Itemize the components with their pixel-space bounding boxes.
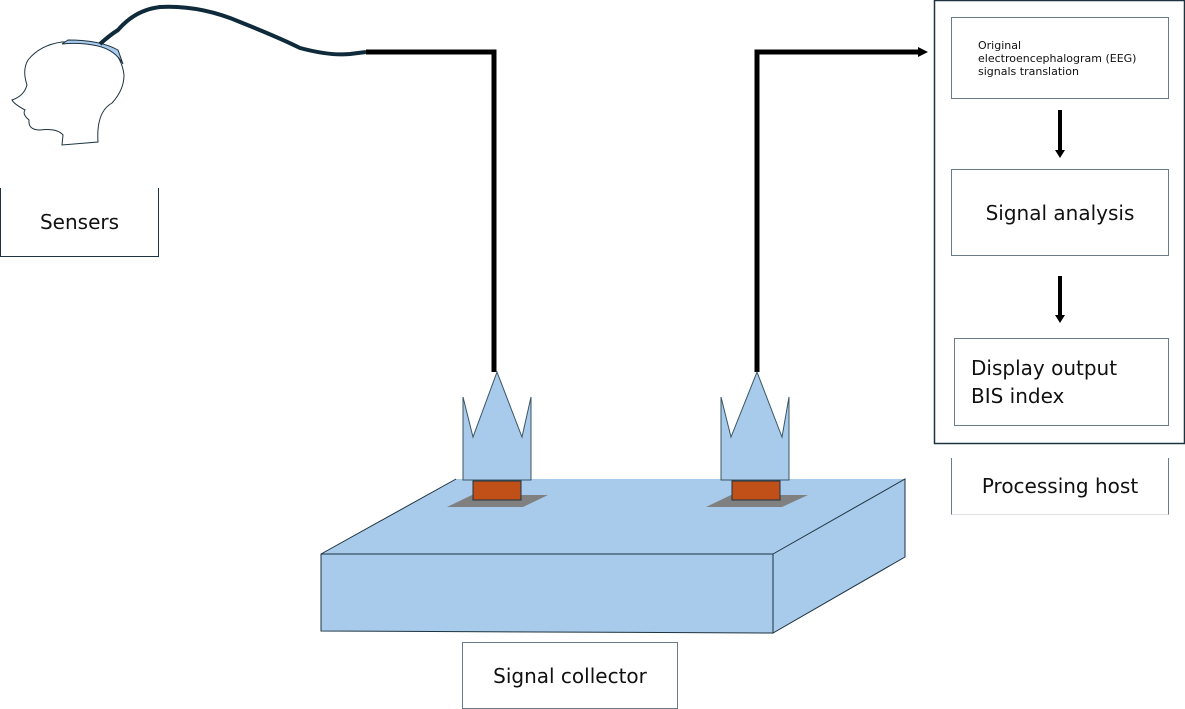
flow-arrow-icon: [1055, 276, 1065, 323]
processing-host-label: Processing host: [981, 474, 1139, 498]
signal-collector-device: [320, 478, 906, 634]
step-eeg-translation: Original electroencephalogram (EEG) sign…: [951, 17, 1169, 99]
sensors-label-box: Sensers: [0, 188, 159, 257]
sensor-cable: [98, 4, 367, 57]
head-icon: [11, 39, 125, 146]
connector-left: [447, 370, 548, 507]
step-label: Signal analysis: [985, 200, 1135, 225]
connector-right: [706, 370, 808, 507]
step-label: Original electroencephalogram (EEG) sign…: [978, 38, 1137, 78]
signal-collector-label-box: Signal collector: [462, 642, 678, 709]
step-signal-analysis: Signal analysis: [951, 169, 1169, 256]
arrow-head-icon: [918, 47, 928, 57]
step-label: Display output BIS index: [971, 356, 1118, 408]
processing-host-label-box: Processing host: [951, 458, 1169, 515]
flow-arrow-icon: [1055, 110, 1065, 158]
step-display-output: Display output BIS index: [954, 338, 1169, 426]
wire-to-host: [754, 49, 920, 372]
wire-to-collector: [366, 49, 497, 372]
signal-collector-label: Signal collector: [493, 663, 647, 688]
sensor-headband: [61, 39, 124, 65]
sensors-label: Sensers: [39, 210, 120, 234]
